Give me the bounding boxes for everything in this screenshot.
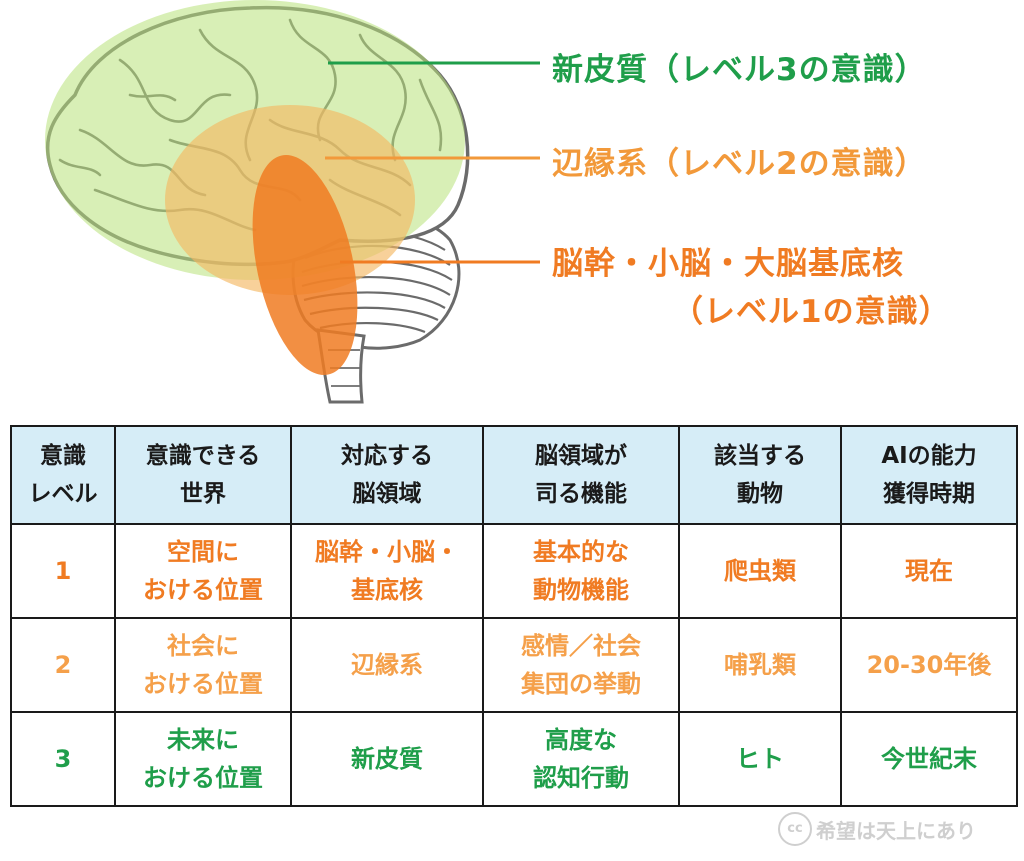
function-cell: 基本的な 動物機能 — [482, 523, 680, 619]
region-cell: 新皮質 — [290, 711, 484, 807]
ai-timing-cell: 今世紀末 — [840, 711, 1018, 807]
header-region: 対応する 脳領域 — [290, 425, 484, 525]
credit-text: 希望は天上にあり — [816, 818, 976, 843]
region-cell: 脳幹・小脳・ 基底核 — [290, 523, 484, 619]
brainstem-region — [252, 154, 358, 376]
world-cell: 社会に おける位置 — [114, 617, 292, 713]
header-function: 脳領域が 司る機能 — [482, 425, 680, 525]
world-cell: 未来に おける位置 — [114, 711, 292, 807]
animal-cell: ヒト — [678, 711, 842, 807]
ai-timing-cell: 20-30年後 — [840, 617, 1018, 713]
header-ai-timing: AIの能力 獲得時期 — [840, 425, 1018, 525]
table-row: 2 社会に おける位置 辺縁系 感情／社会 集団の挙動 哺乳類 20-30年後 — [10, 617, 1018, 713]
table-header-row: 意識 レベル 意識できる 世界 対応する 脳領域 脳領域が 司る機能 該当する … — [10, 425, 1018, 525]
limbic-label: 辺縁系（レベル2の意識） — [552, 146, 927, 182]
brainstem-label: 脳幹・小脳・大脳基底核 — [552, 246, 904, 282]
consciousness-level-table: 意識 レベル 意識できる 世界 対応する 脳領域 脳領域が 司る機能 該当する … — [10, 425, 1018, 807]
animal-cell: 哺乳類 — [678, 617, 842, 713]
level-cell: 3 — [10, 711, 116, 807]
table-row: 3 未来に おける位置 新皮質 高度な 認知行動 ヒト 今世紀末 — [10, 711, 1018, 807]
ai-timing-cell: 現在 — [840, 523, 1018, 619]
table-row: 1 空間に おける位置 脳幹・小脳・ 基底核 基本的な 動物機能 爬虫類 現在 — [10, 523, 1018, 619]
region-cell: 辺縁系 — [290, 617, 484, 713]
header-level: 意識 レベル — [10, 425, 116, 525]
credit-watermark: cc 希望は天上にあり — [778, 812, 976, 846]
animal-cell: 爬虫類 — [678, 523, 842, 619]
header-world: 意識できる 世界 — [114, 425, 292, 525]
brain-illustration — [45, 0, 540, 404]
world-cell: 空間に おける位置 — [114, 523, 292, 619]
brainstem-level-label: （レベル1の意識） — [672, 294, 951, 330]
brain-diagram: 新皮質（レベル3の意識） 辺縁系（レベル2の意識） 脳幹・小脳・大脳基底核 （レ… — [0, 0, 1024, 420]
level-cell: 1 — [10, 523, 116, 619]
level-cell: 2 — [10, 617, 116, 713]
function-cell: 高度な 認知行動 — [482, 711, 680, 807]
header-animal: 該当する 動物 — [678, 425, 842, 525]
neocortex-label: 新皮質（レベル3の意識） — [552, 52, 927, 88]
function-cell: 感情／社会 集団の挙動 — [482, 617, 680, 713]
creative-commons-icon: cc — [778, 812, 812, 846]
